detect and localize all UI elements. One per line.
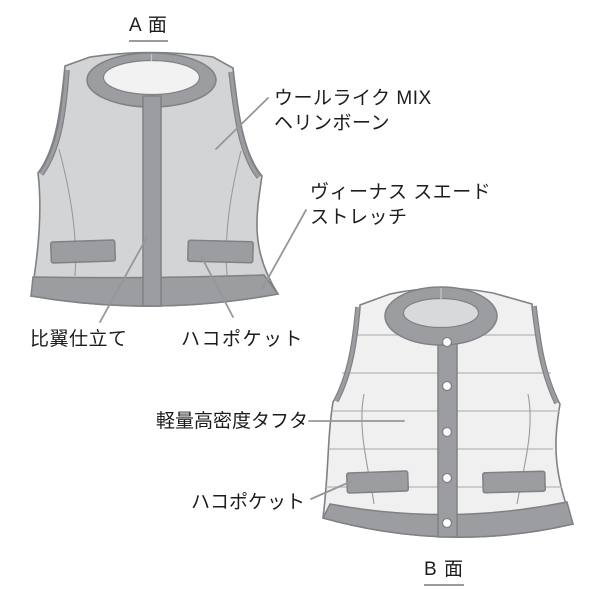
- annotation-wool-line1: ウールライク MIX: [274, 88, 432, 109]
- vest-b-pocket-right: [482, 470, 546, 494]
- vest-a-placket: [142, 95, 162, 307]
- side-a-title: A 面: [129, 15, 168, 42]
- vest-a-armhole-binding-right: [228, 71, 262, 179]
- leader-line-wool: [215, 97, 269, 150]
- vest-a-armhole-binding-left: [38, 69, 70, 176]
- vest-b-princess-seam-left: [361, 393, 375, 505]
- vest-a-pocket-left: [49, 239, 117, 264]
- snap-button: [441, 472, 453, 484]
- annotation-hako-b: ハコポケット: [191, 492, 306, 513]
- leader-line-venus: [261, 209, 307, 290]
- snap-button: [441, 380, 453, 392]
- leader-line-hako-b: [310, 480, 353, 500]
- vest-b-princess-seam-right: [516, 393, 531, 505]
- annotation-venus: ヴィーナス スエード ストレッチ: [310, 180, 491, 230]
- vest-b-armhole-binding-right: [531, 305, 560, 405]
- vest-b-armhole-binding-left: [333, 306, 361, 403]
- vest-b-snap-buttons: [441, 336, 453, 529]
- annotation-venus-line1: ヴィーナス スエード: [310, 182, 492, 203]
- snap-button: [441, 517, 453, 529]
- snap-button: [441, 336, 453, 348]
- leader-line-hako-a: [200, 255, 234, 318]
- annotation-venus-line2: ストレッチ: [310, 207, 408, 228]
- vest-a: [30, 51, 280, 307]
- leader-line-hiyoku: [99, 236, 148, 323]
- annotation-wool-line2: ヘリンボーン: [274, 113, 391, 134]
- annotation-wool: ウールライク MIX ヘリンボーン: [274, 86, 432, 136]
- vest-b: [321, 286, 575, 538]
- vest-a-pocket-right: [187, 239, 254, 264]
- annotation-hiyoku: 比翼仕立て: [30, 329, 128, 350]
- annotation-taffeta: 軽量高密度タフタ: [156, 411, 309, 432]
- annotation-hako-a: ハコポケット: [181, 329, 305, 350]
- side-b-title: B 面: [424, 559, 464, 586]
- vest-a-inner-neck: [102, 59, 201, 96]
- vest-b-inner-neck: [402, 297, 480, 329]
- vest-b-pocket-left: [345, 470, 410, 494]
- leader-lines: [99, 97, 405, 500]
- snap-button: [441, 426, 453, 438]
